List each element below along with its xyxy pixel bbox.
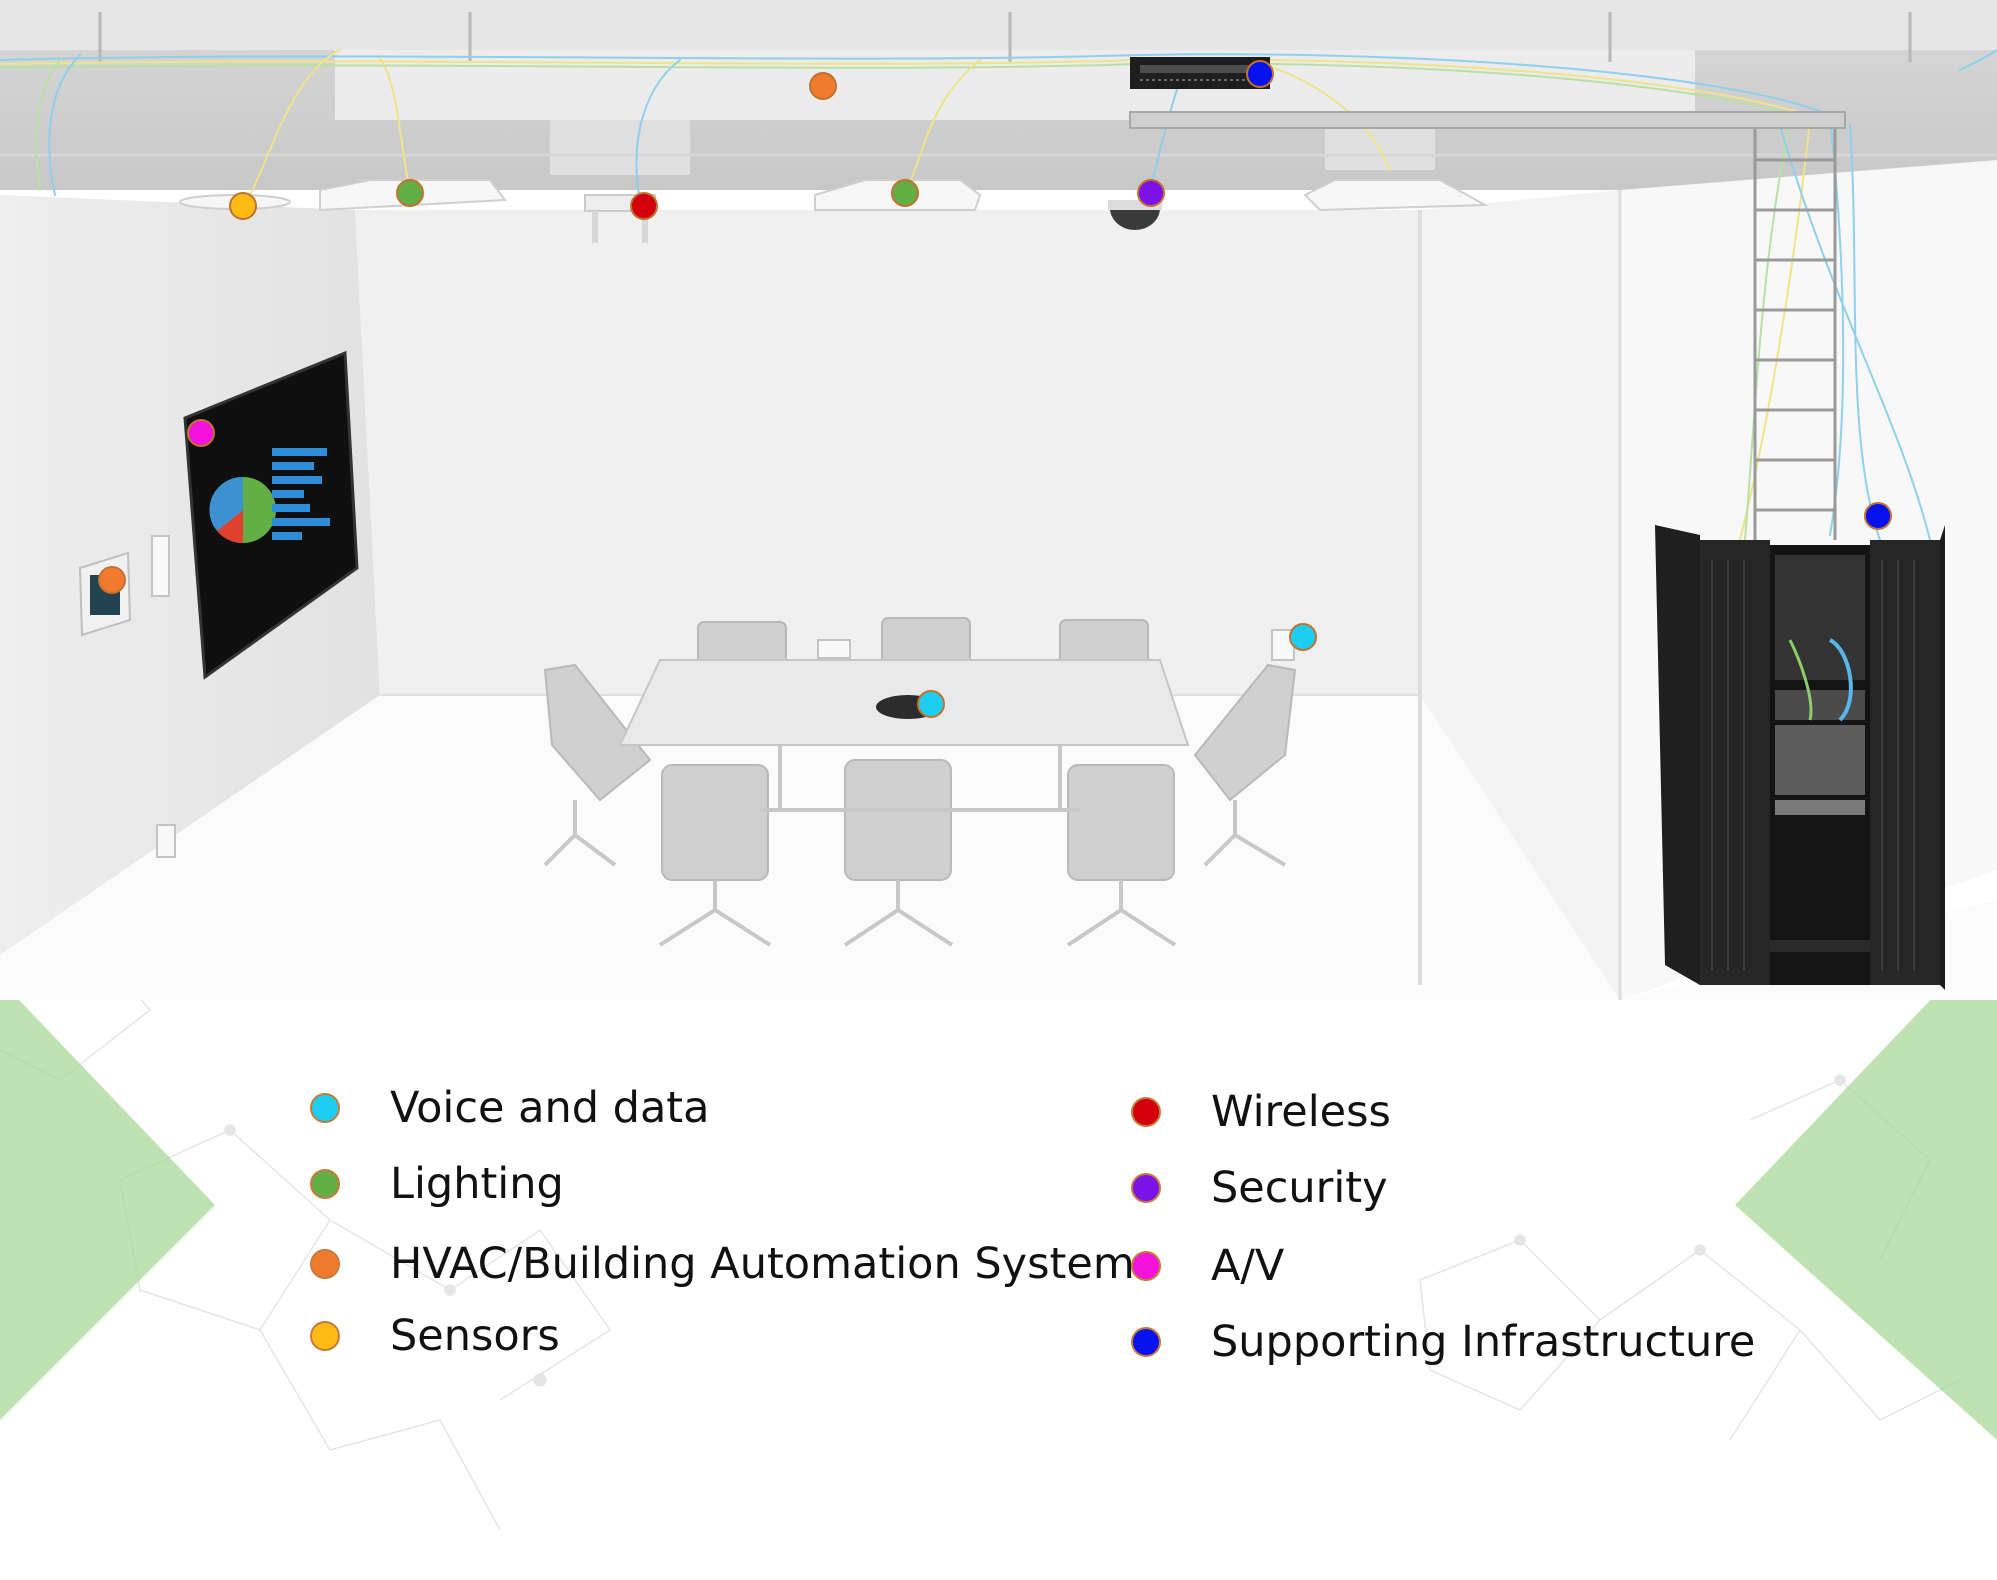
network-pattern [0,929,1961,1531]
wireless-dot-icon [1131,1097,1161,1127]
legend-label-lighting: Lighting [390,1159,564,1209]
server-rack [1655,525,1945,990]
marker-sensor-ceiling [229,192,257,220]
ceiling [0,0,1997,190]
marker-infrastructure-switch [1246,60,1274,88]
ceiling-light-fixtures [179,179,1489,212]
marker-voice-data-phone [917,690,945,718]
hvac-dot-icon [310,1249,340,1279]
lighting-dot-icon [310,1169,340,1199]
legend-label-wireless: Wireless [1211,1087,1391,1137]
wall-display [183,350,359,680]
marker-wireless-ap [630,192,658,220]
back-wall [355,210,1420,695]
legend-item-lighting: Lighting [310,1154,564,1214]
wall-outlet-back [817,639,851,659]
legend-item-hvac: HVAC/Building Automation System [310,1234,1135,1294]
light-switch [151,535,170,597]
voice-data-dot-icon [310,1093,340,1123]
cable-tray [1129,111,1846,129]
av-dot-icon [1131,1251,1161,1281]
legend-item-security: Security [1131,1158,1388,1218]
security-dot-icon [1131,1173,1161,1203]
legend-label-voice-data: Voice and data [390,1083,710,1133]
legend-label-hvac: HVAC/Building Automation System [390,1239,1135,1289]
marker-lighting-center [891,179,919,207]
cable-ladder [1753,120,1837,540]
marker-infrastructure-rack [1864,502,1892,530]
marker-av-display [187,419,215,447]
security-camera [1108,200,1162,230]
marker-hvac-sensor-ceiling [809,72,837,100]
floor [0,695,1997,1000]
legend-label-infrastructure: Supporting Infrastructure [1211,1317,1756,1367]
marker-voice-data-jack [1289,623,1317,651]
green-accent-right [1735,930,1997,1440]
green-accent-left [0,980,215,1420]
sensors-dot-icon [310,1321,340,1351]
thermostat-panel [78,551,132,637]
infrastructure-dot-icon [1131,1327,1161,1357]
legend-label-security: Security [1211,1163,1388,1213]
legend-item-voice-data: Voice and data [310,1078,710,1138]
legend-item-infrastructure: Supporting Infrastructure [1131,1312,1755,1372]
wall-outlet-left [156,824,176,858]
legend-item-sensors: Sensors [310,1306,560,1366]
legend-label-sensors: Sensors [390,1311,560,1361]
chair-bases [543,745,1287,947]
marker-hvac-thermostat [98,566,126,594]
device-markers [98,60,1892,718]
legend-item-av: A/V [1131,1236,1284,1296]
legend-label-av: A/V [1211,1241,1285,1291]
ceiling-cables [0,49,1997,541]
marker-security-camera [1137,179,1165,207]
legend-item-wireless: Wireless [1131,1082,1391,1142]
marker-lighting-left [396,179,424,207]
